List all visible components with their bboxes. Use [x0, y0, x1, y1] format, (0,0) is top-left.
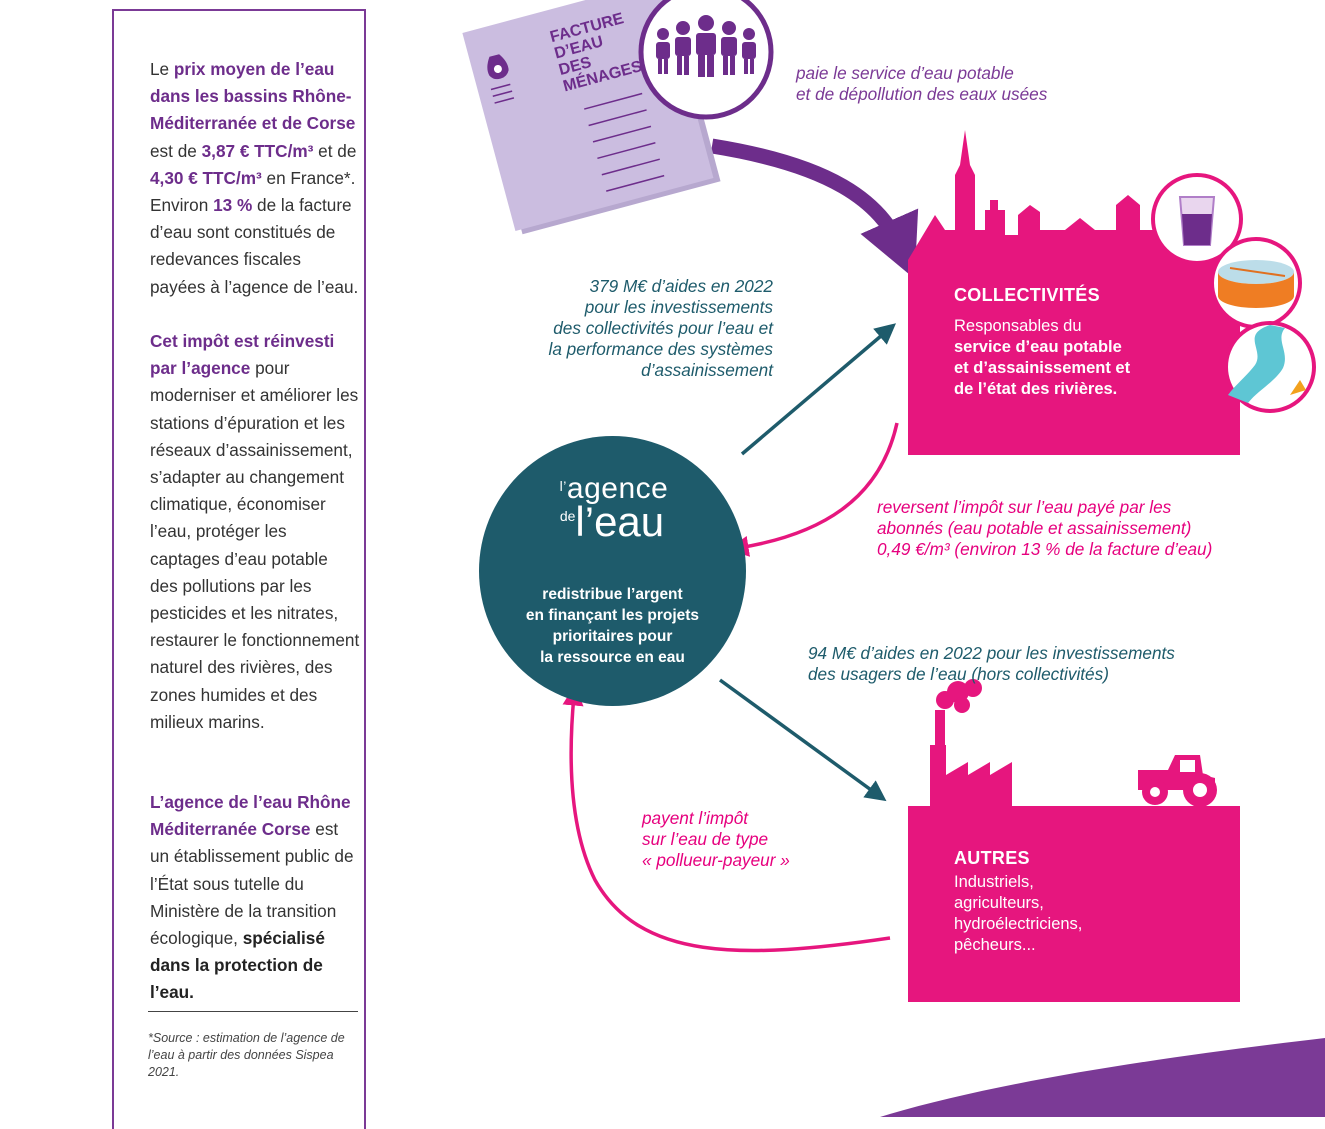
agency-node: l’agence del’eau redistribue l’argent en… [479, 436, 746, 706]
reinvest-paragraph: Cet impôt est réinvesti par l’agence pou… [150, 331, 360, 732]
town-skyline [908, 130, 1240, 455]
arrow-agency-to-autres [718, 678, 887, 802]
autres-description: Industriels, agriculteurs, hydroélectric… [954, 873, 1083, 954]
caption-aid-collectivites: 379 M€ d’aides en 2022 pour les investis… [548, 276, 774, 380]
arrow-autres-to-agency [562, 684, 891, 953]
price-paragraph: Le prix moyen de l’eau dans les bassins … [150, 59, 359, 297]
caption-polluter-pays: payent l’impôt sur l’eau de type « pollu… [642, 808, 790, 870]
arrow-household-to-collectivites [710, 138, 919, 279]
people-icon [638, 0, 774, 120]
agency-description: redistribue l’argent en finançant les pr… [525, 586, 700, 666]
collectivites-title: COLLECTIVITÉS [954, 285, 1100, 305]
autres-node: AUTRES Industriels, agriculteurs, hydroé… [908, 806, 1240, 1002]
arrow-agency-to-collectivites [740, 323, 897, 456]
glass-icon [1151, 173, 1243, 265]
agency-status-paragraph: L’agence de l’eau Rhône Méditerranée Cor… [150, 792, 354, 1003]
info-panel: Le prix moyen de l’eau dans les bassins … [112, 9, 366, 1129]
source-footnote: *Source : estimation de l’agence de l’ea… [148, 1031, 345, 1079]
divider [148, 1011, 358, 1012]
factory-tractor-skyline [908, 679, 1240, 1002]
agency-logo-bottom: del’eau [559, 498, 665, 545]
autres-title: AUTRES [954, 848, 1030, 868]
collectivites-description: Responsables du service d’eau potable et… [954, 317, 1131, 398]
treatment-basin-icon [1210, 237, 1302, 329]
arrow-collectivites-to-agency [727, 422, 899, 557]
caption-tax-redistribution: reversent l’impôt sur l’eau payé par les… [877, 497, 1213, 559]
agency-logo-top: l’agence [559, 472, 669, 505]
collectivites-node: COLLECTIVITÉS Responsables du service d’… [908, 260, 1158, 455]
caption-household-pays: paie le service d’eau potable et de dépo… [796, 63, 1048, 104]
river-icon [1224, 321, 1316, 413]
caption-aid-other-users: 94 M€ d’aides en 2022 pour les investiss… [808, 643, 1175, 684]
bottom-swoosh [880, 1038, 1325, 1117]
